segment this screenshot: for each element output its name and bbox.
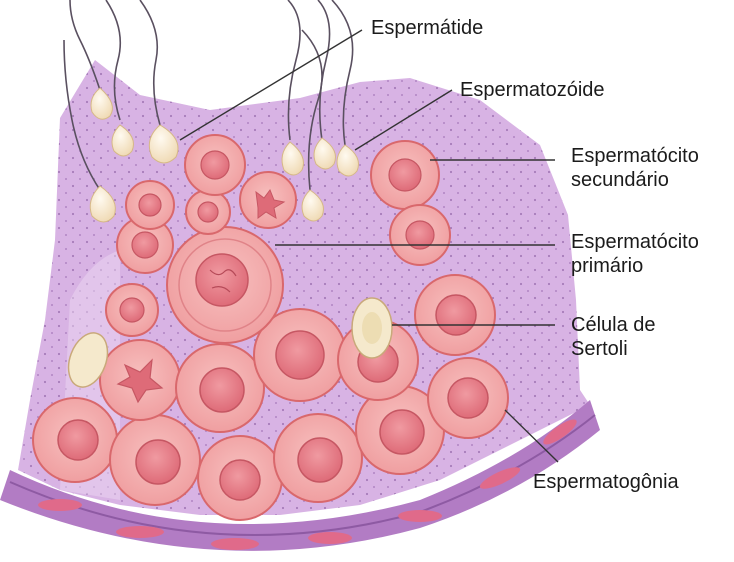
label-espermatocito-primario-line2: primário	[571, 254, 699, 278]
label-espermatocito-secundario: Espermatócito secundário	[571, 144, 699, 192]
label-espermatozoide: Espermatozóide	[460, 78, 605, 102]
cell	[428, 358, 508, 438]
cell	[185, 135, 245, 195]
cell	[100, 340, 180, 420]
label-celula-de-sertoli-line2: Sertoli	[571, 337, 656, 361]
cell	[126, 181, 174, 229]
cell	[390, 205, 450, 265]
label-espermatocito-primario-line1: Espermatócito	[571, 230, 699, 254]
cell	[110, 415, 200, 505]
cell	[240, 172, 296, 228]
cell	[176, 344, 264, 432]
cell	[274, 414, 362, 502]
label-celula-de-sertoli-line1: Célula de	[571, 313, 656, 337]
label-celula-de-sertoli: Célula de Sertoli	[571, 313, 656, 361]
primary-spermatocyte	[167, 227, 283, 343]
label-espermatocito-primario: Espermatócito primário	[571, 230, 699, 278]
cell	[415, 275, 495, 355]
label-espermatocito-secundario-line2: secundário	[571, 168, 699, 192]
label-espermatide: Espermátide	[371, 16, 483, 40]
cell	[198, 436, 282, 520]
label-espermatogonia: Espermatogônia	[533, 470, 679, 494]
cell	[106, 284, 158, 336]
cell	[186, 190, 230, 234]
secondary-spermatocyte	[371, 141, 439, 209]
cell	[33, 398, 117, 482]
label-espermatocito-secundario-line1: Espermatócito	[571, 144, 699, 168]
